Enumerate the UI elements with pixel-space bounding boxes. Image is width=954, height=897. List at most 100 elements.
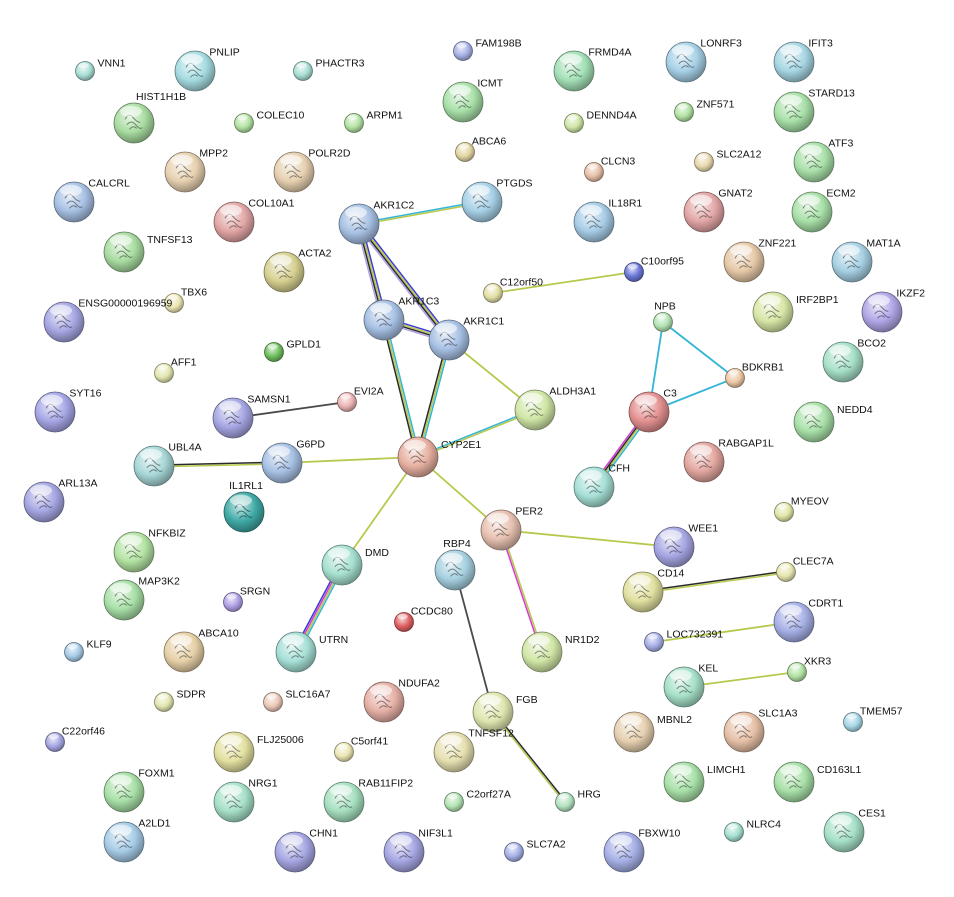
node-c22orf46[interactable]: C22orf46 [45,726,106,752]
node-loc732391[interactable]: LOC732391 [644,629,724,652]
node-kel[interactable]: KEL [663,662,718,708]
node-nrg1[interactable]: NRG1 [213,777,278,823]
node-cd163l1[interactable]: CD163L1 [773,761,862,803]
node-ikzf2[interactable]: IKZF2 [861,287,925,333]
node-polr2d[interactable]: POLR2D [273,147,351,193]
node-chn1[interactable]: CHN1 [274,827,338,873]
node-nfkbiz[interactable]: NFKBIZ [113,527,186,573]
node-tnfsf12[interactable]: TNFSF12 [433,727,514,773]
node-c3[interactable]: C3 [628,387,677,433]
node-npb[interactable]: NPB [653,301,676,332]
node-ifit3[interactable]: IFIT3 [773,37,833,83]
node-gpld1[interactable]: GPLD1 [264,339,322,362]
node-colec10[interactable]: COLEC10 [234,110,305,133]
node-akr1c3[interactable]: AKR1C3 [363,295,439,341]
node-utrn[interactable]: UTRN [275,631,348,673]
node-ptgds[interactable]: PTGDS [461,177,533,223]
node-per2[interactable]: PER2 [480,505,543,551]
node-klf9[interactable]: KLF9 [64,639,112,662]
node-bco2[interactable]: BCO2 [822,337,886,383]
node-phactr3[interactable]: PHACTR3 [293,58,365,81]
node-mat1a[interactable]: MAT1A [831,237,901,283]
node-foxm1[interactable]: FOXM1 [103,767,175,813]
node-slc7a2[interactable]: SLC7A2 [504,839,566,862]
node-slc2a12[interactable]: SLC2A12 [694,149,762,172]
node-myeov[interactable]: MYEOV [774,496,829,522]
node-rbp4[interactable]: RBP4 [434,538,476,591]
node-slc16a7[interactable]: SLC16A7 [263,689,331,712]
node-stard13[interactable]: STARD13 [773,87,855,133]
node-arl13a[interactable]: ARL13A [23,477,98,523]
node-hist1h1b[interactable]: HIST1H1B [113,91,186,144]
node-syt16[interactable]: SYT16 [34,387,102,433]
node-clcn3[interactable]: CLCN3 [584,156,636,182]
node-samsn1[interactable]: SAMSN1 [212,393,291,439]
node-cfh[interactable]: CFH [573,462,630,508]
node-fgb[interactable]: FGB [472,691,538,733]
node-nr1d2[interactable]: NR1D2 [521,631,600,673]
node-gnat2[interactable]: GNAT2 [683,187,753,233]
node-frmd4a[interactable]: FRMD4A [553,46,632,92]
node-nedd4[interactable]: NEDD4 [793,401,873,443]
node-a2ld1[interactable]: A2LD1 [103,817,171,863]
node-aldh3a1[interactable]: ALDH3A1 [514,385,596,431]
node-atf3[interactable]: ATF3 [793,137,853,183]
node-mbnl2[interactable]: MBNL2 [613,711,692,753]
node-ndufa2[interactable]: NDUFA2 [363,677,440,723]
node-c2orf27a[interactable]: C2orf27A [444,789,511,812]
node-lonrf3[interactable]: LONRF3 [665,37,742,83]
node-cd14[interactable]: CD14 [622,567,684,613]
node-vnn1[interactable]: VNN1 [75,58,126,81]
node-tbx6[interactable]: TBX6 [164,287,208,313]
node-ubl4a[interactable]: UBL4A [133,441,202,487]
node-cdrt1[interactable]: CDRT1 [773,597,843,643]
node-dennd4a[interactable]: DENND4A [564,110,637,133]
node-fbxw10[interactable]: FBXW10 [603,827,681,873]
node-il1rl1[interactable]: IL1RL1 [223,480,265,533]
node-calcrl[interactable]: CALCRL [53,177,130,223]
node-wee1[interactable]: WEE1 [653,522,718,568]
node-srgn[interactable]: SRGN [223,586,271,612]
node-c12orf50[interactable]: C12orf50 [483,277,544,303]
node-rabgap1l[interactable]: RABGAP1L [683,437,774,483]
node-znf221[interactable]: ZNF221 [723,237,796,283]
node-xkr3[interactable]: XKR3 [787,656,832,682]
node-aff1[interactable]: AFF1 [154,357,197,383]
node-acta2[interactable]: ACTA2 [263,247,332,293]
node-c10orf95[interactable]: C10orf95 [624,256,685,282]
node-col10a1[interactable]: COL10A1 [213,197,295,243]
node-abca6[interactable]: ABCA6 [455,136,507,162]
node-sdpr[interactable]: SDPR [154,689,207,712]
node-akr1c2[interactable]: AKR1C2 [338,199,414,245]
node-ecm2[interactable]: ECM2 [791,187,856,233]
node-ccdc80[interactable]: CCDC80 [394,606,454,632]
node-fam198b[interactable]: FAM198B [453,38,522,61]
node-ensg00000196959[interactable]: ENSG00000196959 [43,297,173,343]
node-c5orf41[interactable]: C5orf41 [334,736,389,762]
node-evi2a[interactable]: EVI2A [337,386,384,412]
node-pnlip[interactable]: PNLIP [174,46,240,92]
node-il18r1[interactable]: IL18R1 [573,197,642,243]
node-tmem57[interactable]: TMEM57 [843,706,903,732]
node-ces1[interactable]: CES1 [823,807,886,853]
node-flj25006[interactable]: FLJ25006 [213,731,304,773]
node-dmd[interactable]: DMD [321,544,389,586]
node-znf571[interactable]: ZNF571 [674,99,735,122]
node-nlrc4[interactable]: NLRC4 [724,819,782,842]
node-clec7a[interactable]: CLEC7A [776,556,834,582]
node-nif3l1[interactable]: NIF3L1 [383,827,453,873]
node-hrg[interactable]: HRG [555,789,601,812]
node-abca10[interactable]: ABCA10 [163,627,239,673]
node-irf2bp1[interactable]: IRF2BP1 [752,291,839,333]
node-g6pd[interactable]: G6PD [261,438,325,484]
node-arpm1[interactable]: ARPM1 [344,110,403,133]
node-icmt[interactable]: ICMT [442,77,504,123]
node-rab11fip2[interactable]: RAB11FIP2 [323,777,413,823]
node-mpp2[interactable]: MPP2 [164,147,228,193]
node-bdkrb1[interactable]: BDKRB1 [725,362,785,388]
node-limch1[interactable]: LIMCH1 [663,761,746,803]
node-slc1a3[interactable]: SLC1A3 [723,707,798,753]
node-cyp2e1[interactable]: CYP2E1 [397,436,481,478]
node-tnfsf13[interactable]: TNFSF13 [103,231,193,273]
node-map3k2[interactable]: MAP3K2 [103,575,180,621]
